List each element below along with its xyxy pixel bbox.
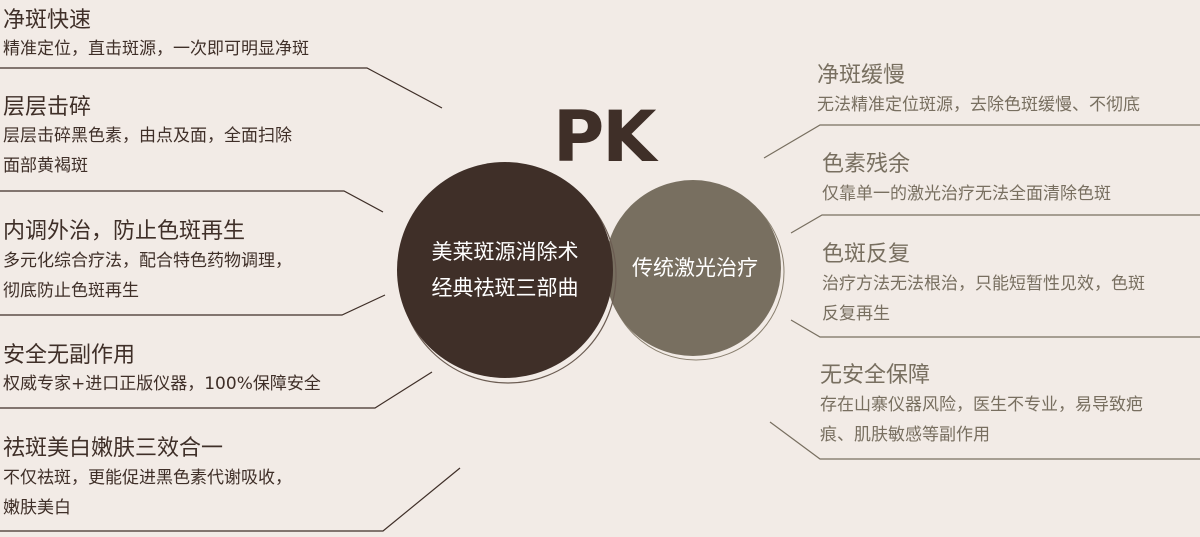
right-connector-2 (790, 214, 1200, 234)
left-item-desc: 精准定位，直击斑源，一次即可明显净斑 (3, 39, 309, 59)
right-circle-label: 传统激光治疗 (632, 256, 758, 280)
left-item-desc: 面部黄褐斑 (3, 156, 88, 176)
left-item-desc: 权威专家+进口正版仪器，100%保障安全 (3, 374, 321, 394)
left-item-desc: 层层击碎黑色素，由点及面，全面扫除 (3, 126, 292, 146)
right-item-desc: 痕、肌肤敏感等副作用 (820, 425, 990, 445)
left-connector-3 (0, 294, 386, 316)
left-circle-line1: 美莱斑源消除术 (431, 240, 579, 264)
left-item-title: 层层击碎 (3, 95, 92, 120)
left-circle (397, 162, 613, 378)
left-item-desc: 嫩肤美白 (3, 498, 71, 518)
left-circle-text: 美莱斑源消除术 经典祛斑三部曲 (405, 234, 605, 306)
right-connector-1 (763, 124, 1200, 159)
left-connector-5 (0, 467, 461, 532)
left-connector-4 (0, 371, 433, 409)
left-item-desc: 不仅祛斑，更能促进黑色素代谢吸收， (3, 468, 292, 488)
right-item-title: 色斑反复 (822, 242, 911, 267)
right-circle (605, 180, 781, 356)
left-item-title: 祛斑美白嫩肤三效合一 (3, 436, 224, 461)
right-connector-4 (769, 421, 1200, 460)
right-item-title: 色素残余 (822, 152, 911, 177)
right-item-desc: 无法精准定位斑源，去除色斑缓慢、不彻底 (817, 95, 1140, 115)
right-item-desc: 仅靠单一的激光治疗无法全面清除色斑 (822, 184, 1111, 204)
pk-logo: PK (553, 96, 657, 178)
left-item-title: 净斑快速 (3, 8, 92, 33)
left-item-title: 安全无副作用 (3, 343, 136, 368)
right-item-title: 净斑缓慢 (817, 63, 906, 88)
right-item-desc: 存在山寨仪器风险，医生不专业，易导致疤 (820, 395, 1143, 415)
left-item-title: 内调外治，防止色斑再生 (3, 219, 246, 244)
left-connector-1 (0, 67, 443, 109)
right-item-desc: 反复再生 (822, 304, 890, 324)
right-connector-3 (790, 319, 1200, 338)
left-circle-line2: 经典祛斑三部曲 (431, 276, 579, 300)
left-item-desc: 彻底防止色斑再生 (3, 281, 139, 301)
right-item-title: 无安全保障 (820, 363, 931, 388)
right-item-desc: 治疗方法无法根治，只能短暂性见效，色斑 (822, 274, 1145, 294)
left-connector-2 (0, 190, 384, 213)
left-item-desc: 多元化综合疗法，配合特色药物调理， (3, 251, 292, 271)
